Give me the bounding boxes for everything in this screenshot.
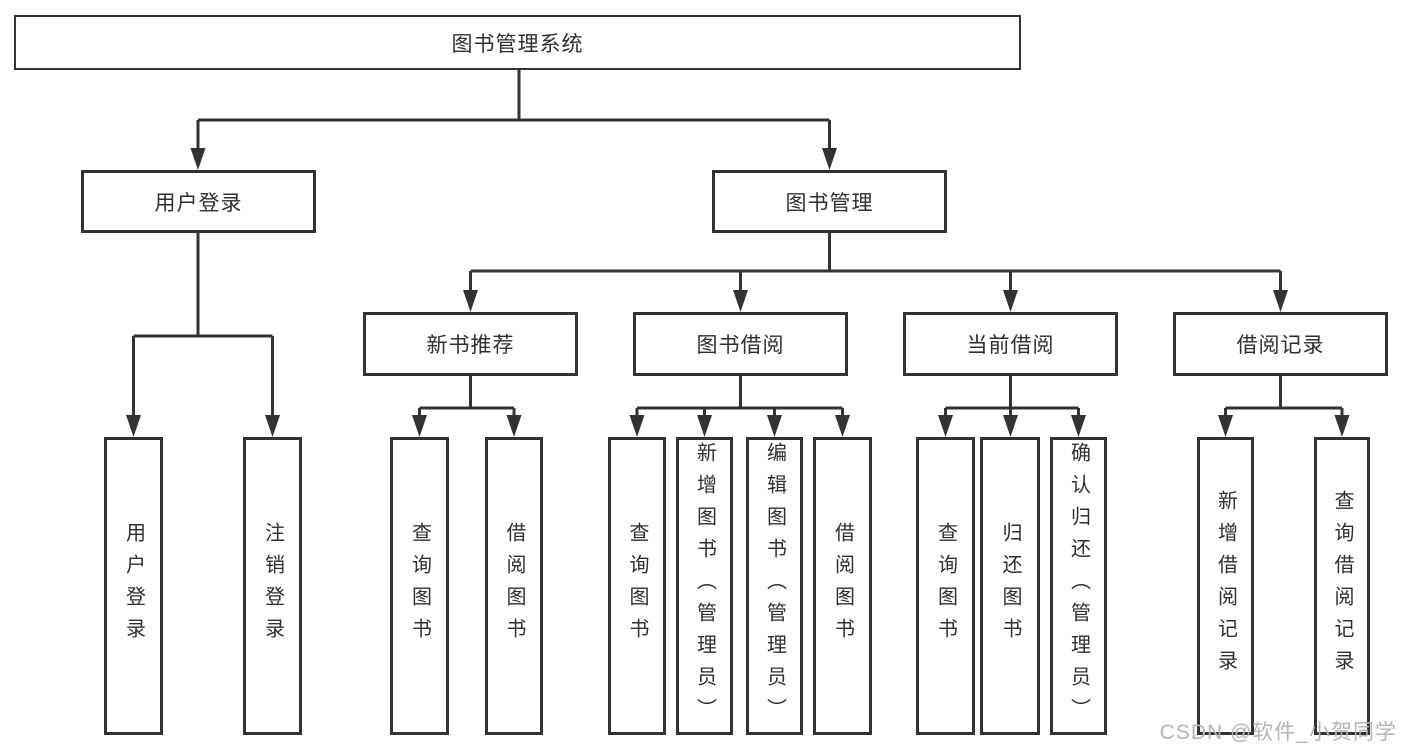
node-logout: 注销登录 <box>243 437 302 735</box>
node-label: 图书管理系统 <box>451 32 584 56</box>
node-edit-book-admin: 编辑图书（管理员） <box>746 437 803 735</box>
node-borrowing-records: 借阅记录 <box>1173 312 1388 376</box>
node-label: 归还图书 <box>999 522 1021 650</box>
arrow-down-icon <box>835 415 850 437</box>
arrow-down-icon <box>265 415 280 437</box>
node-label: 新书推荐 <box>426 334 515 357</box>
arrow-down-icon <box>1334 415 1350 437</box>
node-library-management-system: 图书管理系统 <box>14 15 1021 70</box>
node-query-books-borrowing: 查询图书 <box>608 437 666 735</box>
node-borrow-books-action: 借阅图书 <box>813 437 872 735</box>
node-borrow-books-recommend: 借阅图书 <box>485 437 543 735</box>
node-label: 新增图书（管理员） <box>693 442 716 730</box>
arrow-down-icon <box>733 290 748 312</box>
node-label: 借阅图书 <box>503 522 525 650</box>
node-label: 查询图书 <box>626 522 648 650</box>
node-label: 编辑图书（管理员） <box>763 442 786 730</box>
arrow-down-icon <box>1071 415 1086 437</box>
node-label: 确认归还（管理员） <box>1067 442 1090 730</box>
arrow-down-icon <box>1003 290 1018 312</box>
node-user-login: 用户登录 <box>81 170 316 233</box>
arrow-down-icon <box>412 415 427 437</box>
arrow-down-icon <box>767 415 782 437</box>
node-query-books-current: 查询图书 <box>916 437 975 735</box>
node-book-management: 图书管理 <box>712 170 947 233</box>
arrow-down-icon <box>938 415 953 437</box>
node-confirm-return-admin: 确认归还（管理员） <box>1050 437 1107 735</box>
node-label: 用户登录 <box>154 191 243 215</box>
node-return-books: 归还图书 <box>980 437 1040 735</box>
node-label: 图书借阅 <box>696 334 785 357</box>
arrow-down-icon <box>463 290 478 312</box>
arrow-down-icon <box>1273 290 1288 312</box>
connector-book-management-children <box>463 233 1288 312</box>
arrow-down-icon <box>1003 415 1018 437</box>
connector-book-borrowing-children <box>629 376 850 437</box>
connector-borrowing-records-children <box>1218 376 1350 437</box>
csdn-watermark: CSDN @软件_小贺同学 <box>1159 721 1397 744</box>
node-label: 用户登录 <box>122 522 145 650</box>
node-label: 当前借阅 <box>966 334 1055 357</box>
arrow-down-icon <box>1218 415 1233 437</box>
node-add-book-admin: 新增图书（管理员） <box>676 437 733 735</box>
node-query-books-recommend: 查询图书 <box>390 437 449 735</box>
connector-root-to-level2 <box>190 70 837 170</box>
arrow-down-icon <box>190 148 206 170</box>
node-label: 借阅图书 <box>831 522 854 650</box>
node-new-book-recommendation: 新书推荐 <box>363 312 578 376</box>
node-label: 查询图书 <box>934 522 957 650</box>
node-label: 图书管理 <box>785 191 874 215</box>
connector-new-book-recommendation-children <box>412 376 522 437</box>
node-current-borrowing: 当前借阅 <box>903 312 1118 376</box>
node-label: 注销登录 <box>261 522 284 650</box>
arrow-down-icon <box>822 148 837 170</box>
node-label: 查询图书 <box>408 522 431 650</box>
arrow-down-icon <box>629 415 645 437</box>
node-book-borrowing: 图书借阅 <box>633 312 848 376</box>
node-query-borrow-record: 查询借阅记录 <box>1314 437 1370 735</box>
node-label: 新增借阅记录 <box>1214 490 1237 682</box>
arrow-down-icon <box>697 415 712 437</box>
connector-current-borrowing-children <box>938 376 1086 437</box>
node-label: 查询借阅记录 <box>1331 490 1353 682</box>
node-label: 借阅记录 <box>1236 334 1325 357</box>
arrow-down-icon <box>506 415 522 437</box>
connector-user-login-children <box>126 233 280 437</box>
node-user-login-action: 用户登录 <box>104 437 163 735</box>
arrow-down-icon <box>126 415 141 437</box>
node-add-borrow-record: 新增借阅记录 <box>1197 437 1254 735</box>
